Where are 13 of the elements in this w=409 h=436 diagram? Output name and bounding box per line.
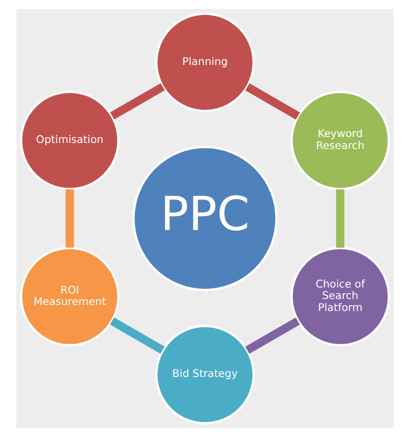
node-circle: PPC [132, 145, 278, 291]
connector [109, 316, 164, 354]
node-circle: Choice of Search Platform [290, 246, 390, 346]
node-circle: Optimisation [19, 90, 120, 190]
connector [65, 188, 74, 248]
connector [244, 82, 300, 120]
connector [110, 82, 164, 119]
node-circle: Keyword Research [290, 90, 390, 190]
node-circle: Planning [154, 12, 254, 112]
connector [336, 188, 344, 248]
connector [244, 317, 300, 354]
node-circle: Bid Strategy [154, 324, 254, 424]
node-circle: ROI Measurement [19, 246, 120, 346]
